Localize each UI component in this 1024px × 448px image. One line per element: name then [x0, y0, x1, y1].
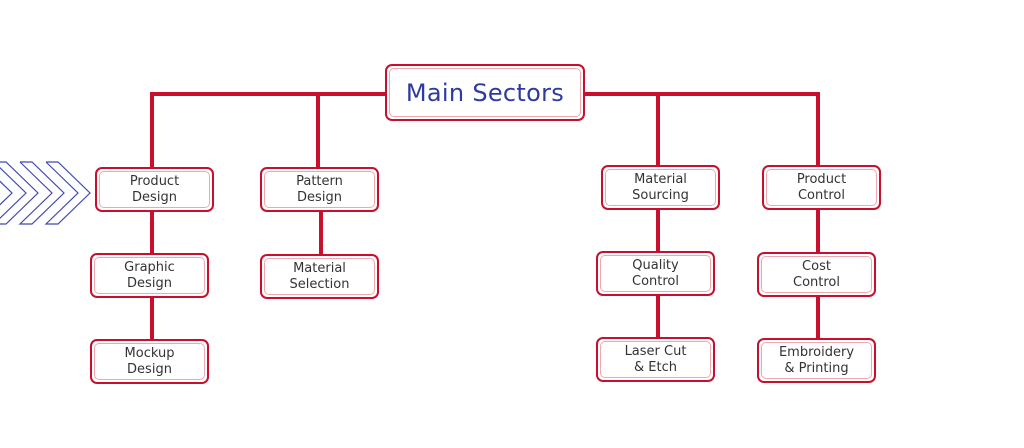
node-graphic-design: Graphic Design: [90, 253, 209, 298]
node-quality-control: Quality Control: [596, 251, 715, 296]
node-material-sourcing: Material Sourcing: [601, 165, 720, 210]
node-label: Product Design: [129, 173, 180, 205]
node-label: Mockup Design: [124, 345, 175, 377]
node-cost-control: Cost Control: [757, 252, 876, 297]
node-product-control: Product Control: [762, 165, 881, 210]
node-label: Embroidery & Printing: [778, 344, 855, 376]
node-product-design: Product Design: [95, 167, 214, 212]
node-mockup-design: Mockup Design: [90, 339, 209, 384]
node-label: Pattern Design: [296, 173, 343, 205]
node-label: Graphic Design: [124, 259, 175, 291]
node-pattern-design: Pattern Design: [260, 167, 379, 212]
node-laser-cut-etch: Laser Cut & Etch: [596, 337, 715, 382]
node-material-selection: Material Selection: [260, 254, 379, 299]
node-label: Laser Cut & Etch: [624, 343, 687, 375]
node-label: Material Sourcing: [632, 171, 689, 203]
triple-chevron-right-icon: [0, 161, 91, 225]
main-sectors-title: Main Sectors: [405, 78, 565, 107]
node-label: Product Control: [796, 171, 847, 203]
main-sectors-node: Main Sectors: [385, 64, 585, 121]
node-label: Material Selection: [289, 260, 350, 292]
node-label: Cost Control: [793, 258, 840, 290]
node-embroidery-printing: Embroidery & Printing: [757, 338, 876, 383]
node-label: Quality Control: [632, 257, 679, 289]
